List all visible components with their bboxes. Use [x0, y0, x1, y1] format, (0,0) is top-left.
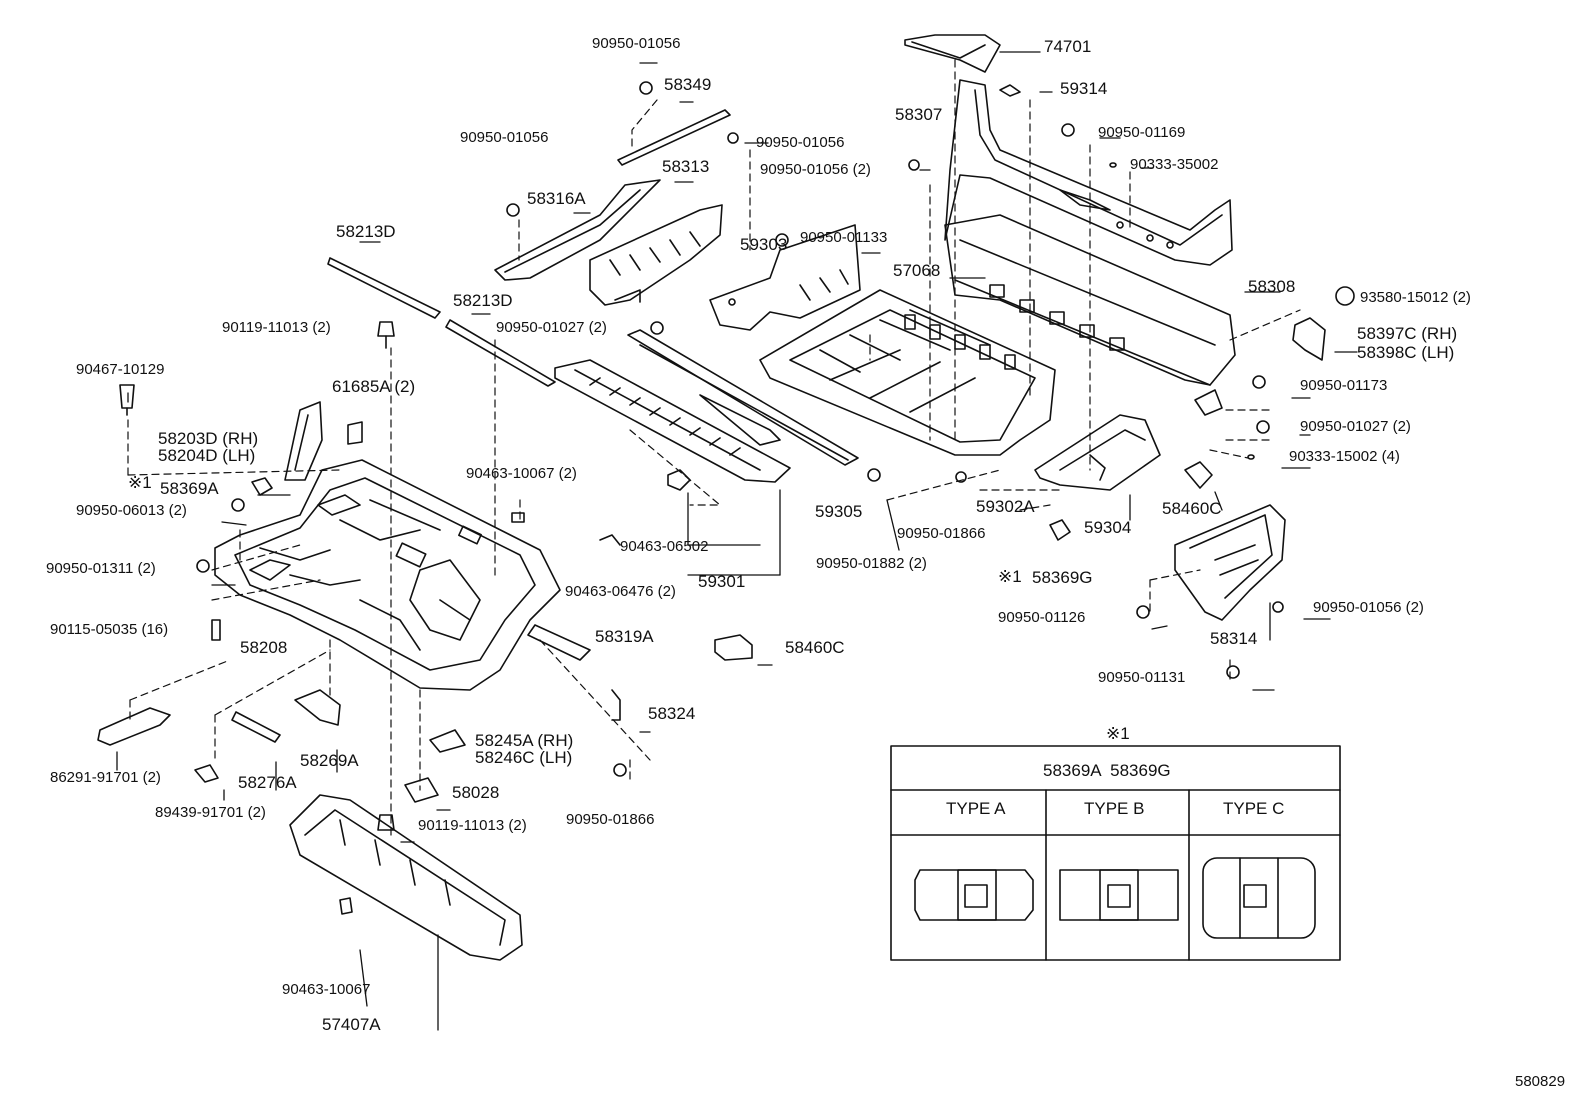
label-57068: 57068 [893, 261, 941, 280]
label-58028: 58028 [452, 783, 500, 802]
label-58316a: 58316A [527, 189, 586, 208]
label-58246c: 58246C (LH) [475, 748, 573, 767]
label-90463-06502: 90463-06502 [620, 538, 709, 555]
label-90333-15002: 90333-15002 (4) [1289, 448, 1400, 465]
label-90119-11013-b: 90119-11013 (2) [418, 817, 527, 834]
label-58245a: 58245A (RH) [475, 731, 574, 750]
label-58349: 58349 [664, 75, 712, 94]
table-type-a: TYPE A [946, 799, 1006, 818]
label-90463-10067-b: 90463-10067 [282, 981, 371, 998]
label-90950-01056-e: 90950-01056 (2) [1313, 599, 1424, 616]
label-90950-01311: 90950-01311 (2) [46, 560, 156, 577]
label-59301: 59301 [698, 572, 746, 591]
label-93580-15012: 93580-15012 (2) [1360, 289, 1471, 306]
back-panel-58307 [904, 34, 1233, 266]
label-58460c-b: 58460C [1162, 499, 1222, 518]
table-parts: 58369A 58369G [1043, 761, 1171, 780]
label-90950-01882: 90950-01882 (2) [816, 555, 927, 572]
label-90950-01056-a: 90950-01056 [592, 35, 681, 52]
label-74701: 74701 [1044, 37, 1092, 56]
table-note-mark: ※1 [1106, 724, 1130, 743]
leader-lines [116, 51, 1358, 1031]
label-90950-01056-c: 90950-01056 [756, 134, 845, 151]
table-type-c: TYPE C [1223, 799, 1285, 818]
label-58369g: 58369G [1032, 568, 1093, 587]
label-59303: 59303 [740, 235, 788, 254]
label-58314: 58314 [1210, 629, 1258, 648]
label-90950-01056-b: 90950-01056 [460, 129, 549, 146]
label-90950-01173: 90950-01173 [1300, 377, 1388, 394]
label-58307: 58307 [895, 105, 943, 124]
label-90950-01027-b: 90950-01027 (2) [1300, 418, 1411, 435]
label-61685a: 61685A (2) [332, 377, 416, 396]
note-mark-a: ※1 [128, 473, 152, 492]
bracket-59304 [1034, 414, 1161, 491]
label-58213d-a: 58213D [336, 222, 396, 241]
label-59314: 59314 [1060, 79, 1108, 98]
dashed-leaders [127, 59, 1301, 841]
label-59304: 59304 [1084, 518, 1132, 537]
label-58397c: 58397C (RH) [1357, 324, 1458, 343]
label-90950-01169: 90950-01169 [1098, 124, 1186, 141]
label-90950-01866-b: 90950-01866 [897, 525, 986, 542]
label-58308: 58308 [1248, 277, 1296, 296]
bracket-59303 [709, 224, 861, 331]
fasteners [119, 81, 1355, 831]
label-90950-01133: 90950-01133 [800, 229, 888, 246]
label-90333-35002: 90333-35002 [1130, 156, 1219, 173]
label-58213d-b: 58213D [453, 291, 513, 310]
label-58460c-a: 58460C [785, 638, 845, 657]
label-90115-05035: 90115-05035 (16) [50, 621, 169, 638]
rear-floor-57068 [759, 289, 1056, 456]
label-58269a: 58269A [300, 751, 359, 770]
label-90467-10129: 90467-10129 [76, 361, 165, 378]
table-type-b: TYPE B [1084, 799, 1145, 818]
extension-58314 [1174, 504, 1286, 621]
label-86291-91701: 86291-91701 (2) [50, 769, 161, 786]
cross-member-58308 [944, 214, 1236, 416]
type-table [890, 745, 1341, 961]
label-59305: 59305 [815, 502, 863, 521]
lower-brackets [97, 689, 466, 803]
label-90950-01056-d: 90950-01056 (2) [760, 161, 871, 178]
label-57407a: 57407A [322, 1015, 381, 1034]
label-90950-01866-a: 90950-01866 [566, 811, 655, 828]
label-59302a: 59302A [976, 497, 1035, 516]
label-58319a: 58319A [595, 627, 654, 646]
label-90950-01126: 90950-01126 [998, 609, 1086, 626]
label-90119-11013-a: 90119-11013 (2) [222, 319, 331, 336]
floor-pan-58208 [214, 459, 561, 691]
rails-upper-left [494, 109, 731, 306]
label-58369a: 58369A [160, 479, 219, 498]
label-90463-10067-a: 90463-10067 (2) [466, 465, 577, 482]
reinforcement-58203d [284, 401, 323, 481]
label-90463-06476: 90463-06476 (2) [565, 583, 676, 600]
label-58324: 58324 [648, 704, 696, 723]
label-58204d: 58204D (LH) [158, 446, 256, 465]
note-mark-b: ※1 [998, 567, 1022, 586]
label-58276a: 58276A [238, 773, 297, 792]
small-parts [251, 421, 1213, 721]
label-90950-01027-a: 90950-01027 (2) [496, 319, 607, 336]
label-90950-01131: 90950-01131 [1098, 669, 1186, 686]
diagram-id: 580829 [1515, 1073, 1566, 1090]
label-89439-91701: 89439-91701 (2) [155, 804, 266, 821]
label-58313: 58313 [662, 157, 710, 176]
label-58208: 58208 [240, 638, 288, 657]
label-90950-06013: 90950-06013 (2) [76, 502, 187, 519]
sill-57407a [289, 794, 523, 961]
label-58398c: 58398C (LH) [1357, 343, 1455, 362]
cross-members [327, 257, 859, 483]
label-58203d: 58203D (RH) [158, 429, 259, 448]
